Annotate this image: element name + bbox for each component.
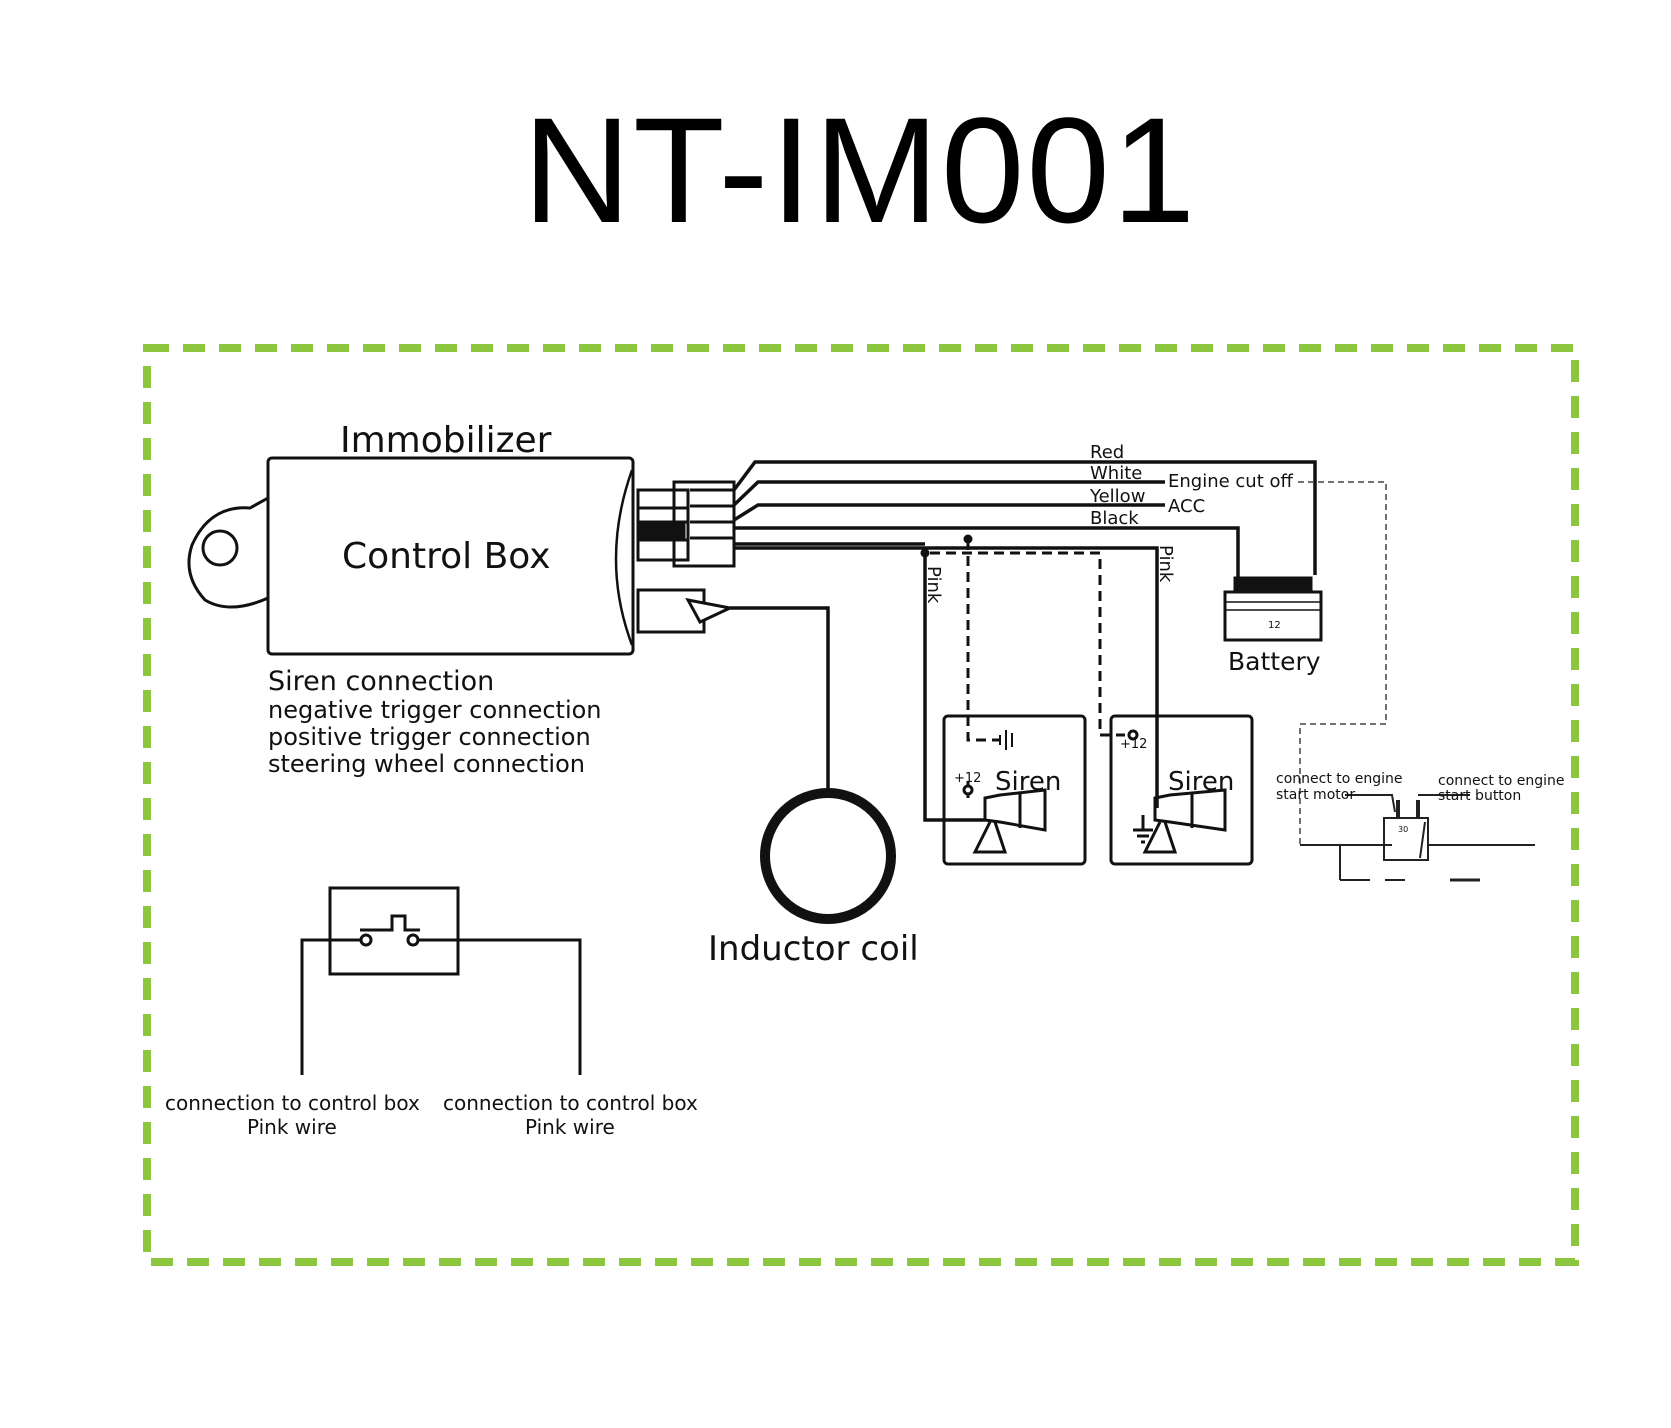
- engine-cut-dashed-line: [1298, 481, 1387, 845]
- wire-black-label: Black: [1090, 508, 1139, 529]
- switch-left-label-1: connection to control box: [165, 1091, 420, 1115]
- trigger-dashed-lines: [930, 540, 1125, 742]
- pink-right-label: Pink: [1155, 545, 1176, 583]
- control-box: [187, 456, 635, 656]
- immobilizer-label: Immobilizer: [340, 420, 552, 461]
- battery-icon: [1223, 576, 1323, 642]
- start-button-label-2: start button: [1438, 788, 1521, 804]
- push-switch-icon: [300, 886, 582, 1075]
- battery-label: Battery: [1228, 647, 1321, 676]
- siren-right-label: Siren: [1168, 767, 1234, 797]
- inductor-coil-label: Inductor coil: [708, 929, 919, 969]
- siren-left-label: Siren: [995, 767, 1061, 797]
- start-motor-label-1: connect to engine: [1276, 771, 1403, 787]
- pink-left-label: Pink: [923, 566, 944, 604]
- acc-label: ACC: [1168, 496, 1205, 517]
- siren-connection-label: Siren connection: [268, 666, 494, 697]
- switch-left-label-2: Pink wire: [247, 1115, 337, 1139]
- harness-wires: [730, 460, 1317, 822]
- diagram-frame: [143, 344, 1579, 1266]
- control-box-label: Control Box: [342, 536, 551, 577]
- relay-label: 30: [1398, 825, 1408, 834]
- wire-yellow-label: Yellow: [1089, 486, 1145, 507]
- switch-right-label-1: connection to control box: [443, 1091, 698, 1115]
- coil-connector: [636, 588, 735, 634]
- switch-right-label-2: Pink wire: [525, 1115, 615, 1139]
- siren-right-box: [1109, 714, 1254, 866]
- positive-trigger-label: positive trigger connection: [268, 723, 591, 751]
- start-motor-label-2: start motor: [1276, 787, 1355, 803]
- wire-white-label: White: [1090, 463, 1142, 484]
- siren-left-box: [942, 714, 1087, 866]
- siren-left-plus12: +12: [954, 771, 981, 786]
- relay-icon: [1300, 794, 1535, 882]
- inductor-coil-icon: [760, 788, 896, 924]
- battery-cell-label: 12: [1268, 620, 1281, 631]
- page-title: NT-IM001: [522, 86, 1198, 254]
- engine-cut-off-label: Engine cut off: [1168, 471, 1294, 492]
- wire-red-label: Red: [1090, 442, 1124, 463]
- start-button-label-1: connect to engine: [1438, 773, 1565, 789]
- wire-connector: [636, 480, 736, 568]
- siren-right-plus12: +12: [1120, 737, 1147, 752]
- negative-trigger-label: negative trigger connection: [268, 696, 602, 724]
- steering-wheel-label: steering wheel connection: [268, 750, 585, 778]
